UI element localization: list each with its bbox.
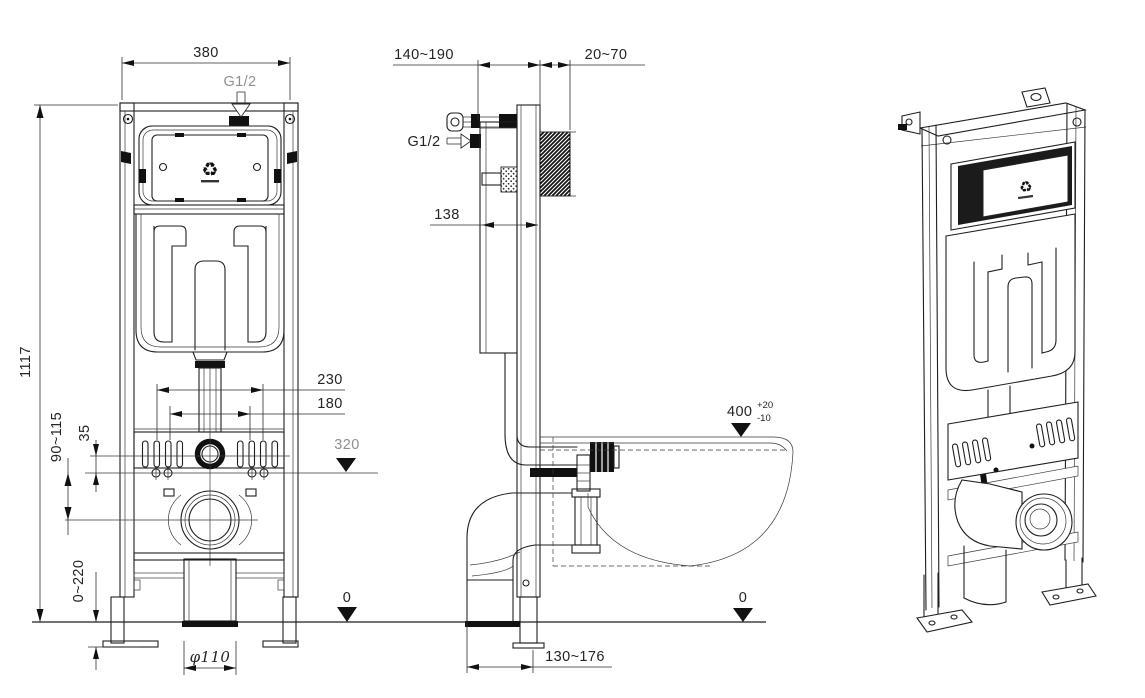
fixing-bolts — [151, 466, 269, 480]
level-marker-rim: 400 +20 -10 — [727, 400, 773, 437]
level-marker-floor-side: 0 — [733, 590, 753, 622]
svg-text:+20: +20 — [757, 400, 773, 411]
recycle-icon: ♻ — [201, 160, 218, 181]
frame-top-bar — [119, 102, 299, 112]
tank-molding-left — [153, 225, 187, 343]
dim-drain-to-bolts: 90~115 — [49, 412, 72, 535]
frame-profile — [516, 104, 541, 598]
dim-fixing-spread-inner: 180 — [169, 396, 345, 440]
svg-text:20~70: 20~70 — [585, 47, 628, 63]
iso-left-post — [921, 124, 952, 611]
iso-cistern — [945, 213, 1076, 392]
svg-text:35: 35 — [77, 425, 93, 442]
adjustable-foot — [110, 596, 125, 644]
wall-anchor — [446, 112, 464, 132]
svg-text:0: 0 — [343, 590, 351, 606]
panel-sill — [133, 204, 285, 215]
cistern-outline — [135, 213, 285, 353]
down-arrow-icon — [231, 103, 251, 118]
wall-bracket-icon — [121, 151, 131, 164]
tank-molding-right — [233, 225, 267, 343]
svg-text:230: 230 — [317, 372, 342, 388]
iso-access-panel — [982, 154, 1069, 218]
fixing-plate — [133, 431, 285, 469]
foot-plate — [262, 640, 299, 648]
svg-text:0: 0 — [739, 590, 747, 606]
frame-right-rail — [283, 102, 299, 598]
dim-drain-diameter: φ110 — [183, 641, 237, 675]
logo-caption — [1017, 194, 1034, 200]
svg-text:140~190: 140~190 — [394, 47, 454, 63]
cross-member — [133, 552, 285, 561]
threaded-rod — [530, 468, 577, 477]
dim-water-inlet-front: G1/2 — [223, 74, 256, 118]
svg-text:130~176: 130~176 — [545, 649, 605, 665]
dim-frame-height: 1117 — [18, 104, 118, 622]
cistern-profile — [479, 121, 518, 354]
bolt-icon — [284, 113, 296, 125]
svg-text:138: 138 — [434, 207, 459, 223]
access-panel — [151, 134, 269, 202]
svg-text:G1/2: G1/2 — [407, 134, 440, 150]
svg-text:380: 380 — [193, 45, 218, 61]
iso-left-foot — [916, 572, 974, 633]
frame-left-rail — [119, 102, 135, 598]
dim-bolt-offset: 35 — [77, 425, 99, 492]
svg-text:G1/2: G1/2 — [223, 74, 256, 90]
isometric-view: ♻ — [898, 87, 1097, 633]
tank-molding-center — [194, 260, 226, 351]
drain-socket — [571, 488, 601, 498]
iso-plate-slots — [951, 417, 1076, 473]
dim-foot-adjust: 0~220 — [71, 560, 140, 670]
side-view: G1/2 — [393, 47, 794, 673]
svg-text:180: 180 — [317, 396, 342, 412]
level-marker-floor-front: 0 — [337, 590, 357, 622]
iso-hanger-tab — [1021, 87, 1051, 108]
iso-drain-socket — [1015, 493, 1073, 551]
svg-text:φ110: φ110 — [190, 648, 231, 666]
level-marker-flush: 320 — [334, 437, 359, 472]
svg-text:90~115: 90~115 — [49, 412, 65, 462]
dim-frame-to-wall: 140~190 20~70 — [393, 47, 645, 130]
dim-frame-width: 380 — [121, 45, 291, 100]
mounting-block — [500, 166, 518, 193]
adjustable-foot — [282, 596, 297, 644]
recycle-icon: ♻ — [1018, 178, 1034, 197]
inlet-block — [229, 116, 249, 126]
iso-drain-pipe — [963, 597, 1007, 606]
dim-fixing-spread-outer: 230 — [156, 372, 345, 440]
front-view: ♻ — [18, 45, 378, 675]
drain-elbow — [466, 492, 573, 581]
iso-wall-bracket — [901, 111, 921, 135]
iso-right-foot — [1041, 557, 1097, 606]
svg-text:0~220: 0~220 — [71, 560, 87, 603]
bolt-icon — [122, 113, 134, 125]
svg-text:400: 400 — [727, 404, 752, 420]
logo-caption — [201, 180, 219, 183]
iso-drain-elbow — [954, 479, 1023, 550]
svg-text:1117: 1117 — [18, 346, 34, 378]
right-arrow-icon — [460, 133, 472, 149]
wall-section — [539, 131, 571, 197]
adjustable-foot-side — [519, 596, 538, 644]
drain-pipe — [183, 558, 237, 622]
foot-plate-side — [512, 642, 545, 649]
toilet-bowl-outline — [540, 436, 794, 567]
flush-valve-outlet — [192, 351, 228, 361]
dim-water-inlet-side: G1/2 — [407, 133, 481, 150]
iso-top-rail — [918, 102, 1088, 137]
svg-text:-10: -10 — [757, 413, 771, 424]
wall-bracket-icon — [287, 151, 297, 164]
dim-cistern-depth: 138 — [430, 207, 538, 228]
iso-fixing-plate — [947, 401, 1079, 481]
svg-text:320: 320 — [334, 437, 359, 453]
dim-outlet-distance: 130~176 — [466, 585, 612, 673]
